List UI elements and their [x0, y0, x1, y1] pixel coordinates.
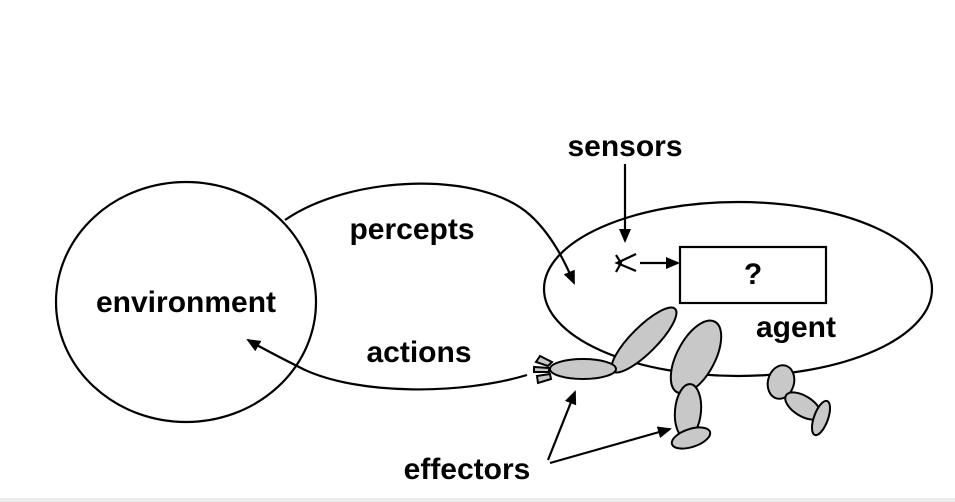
effectors-arrow-leg	[549, 426, 672, 465]
effector-arm-icon	[533, 306, 678, 385]
agent-program-label: ?	[744, 258, 762, 291]
effector-back-leg-icon	[766, 364, 832, 437]
environment-circle	[54, 180, 318, 424]
percepts-label: percepts	[349, 213, 474, 246]
sensor-eye-icon	[614, 253, 637, 273]
agent-program-box	[678, 245, 828, 305]
environment-label: environment	[96, 286, 276, 319]
percepts-arrow	[284, 182, 576, 285]
actions-arrow	[246, 338, 528, 391]
effector-leg-icon	[669, 319, 723, 450]
agent-label: agent	[756, 311, 836, 344]
agent-ellipse	[542, 200, 934, 378]
effectors-arrow-arm	[546, 390, 577, 461]
bottom-divider	[0, 498, 955, 502]
effectors-label: effectors	[404, 453, 531, 486]
sensors-label: sensors	[567, 130, 682, 163]
actions-label: actions	[366, 336, 471, 369]
